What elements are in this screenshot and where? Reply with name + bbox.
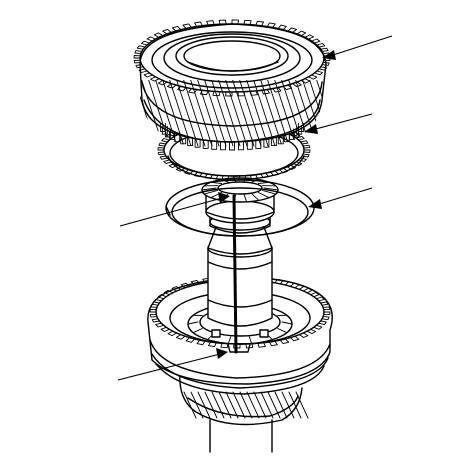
lower-helical-gear — [179, 371, 309, 426]
callout-snap-ring — [308, 187, 373, 209]
callout-hub-alignment — [117, 348, 228, 381]
alignment-line — [232, 194, 238, 354]
callout-synchro-ring — [304, 113, 373, 134]
callout-shaft-alignment — [119, 192, 230, 227]
shaft-stub — [209, 419, 273, 453]
shaft — [201, 177, 279, 327]
callout-gear — [322, 35, 393, 60]
upper-helical-gear — [133, 19, 331, 151]
